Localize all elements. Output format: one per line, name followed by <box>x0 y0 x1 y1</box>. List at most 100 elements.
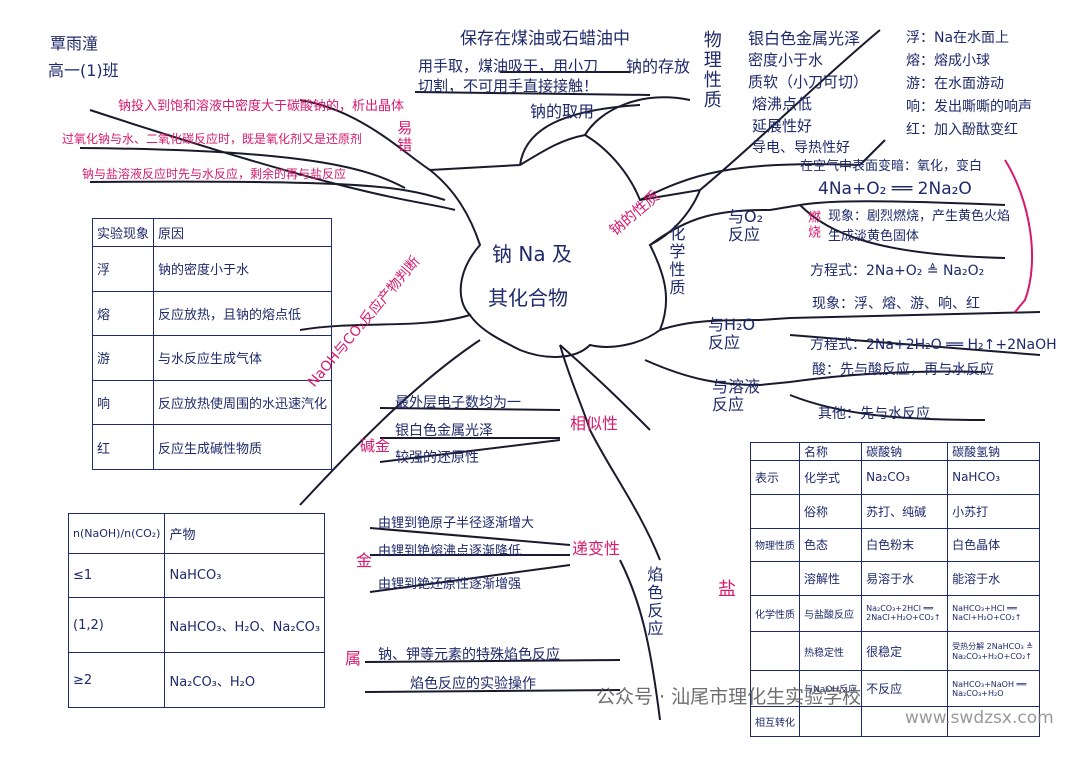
carb-row-3-group <box>750 561 800 597</box>
carb-row-7-group: 相互转化 <box>750 705 800 738</box>
metal-label: 金 <box>356 551 373 570</box>
h2o-node: 与H₂O反应 <box>708 315 756 353</box>
exp-row-3-key: 响 <box>91 379 155 426</box>
exp-row-0-key: 浮 <box>91 246 155 292</box>
carb-row-2-a: 白色粉末 <box>861 527 949 563</box>
carb-row-0-prop: 化学式 <box>798 460 863 495</box>
carb-row-5-prop: 热稳定性 <box>798 630 863 672</box>
phenomenon-0: 浮：Na在水面上 <box>906 30 1010 46</box>
o2-node: 与O₂反应 <box>728 207 764 245</box>
carb-row-3-a: 易溶于水 <box>861 561 949 597</box>
solution-acid: 酸：先与酸反应，再与水反应 <box>812 362 994 378</box>
ratio-row-0-key: ≤1 <box>67 553 166 598</box>
gradual-1: 由锂到铯原子半径逐渐增大 <box>378 516 535 531</box>
student-name: 覃雨潼 <box>50 34 99 53</box>
exp-row-1-val: 反应放热，且钠的熔点低 <box>153 290 333 337</box>
carb-row-4-group: 化学性质 <box>750 595 800 632</box>
phenomenon-3: 响：发出嘶嘶的响声 <box>906 99 1032 115</box>
center-title-line2: 其化合物 <box>488 286 568 310</box>
mistake-label: 易错 <box>395 120 414 154</box>
carb-row-1-b: 小苏打 <box>947 493 1040 529</box>
ratio-header-ratio: n(NaOH)/n(CO₂) <box>67 513 166 554</box>
carb-row-1-prop: 俗称 <box>798 493 863 529</box>
exp-row-2-val: 与水反应生成气体 <box>153 335 333 381</box>
exp-row-0-val: 钠的密度小于水 <box>153 246 333 292</box>
solution-other: 其他：先与水反应 <box>818 406 930 422</box>
carb-row-4-b: NaHCO₃+HCl ══ NaCl+H₂O+CO₂↑ <box>947 595 1040 632</box>
ratio-row-1-val: NaHCO₃、H₂O、Na₂CO₃ <box>164 597 326 653</box>
carb-row-5-b: 受热分解 2NaHCO₃ ≜ Na₂CO₃+H₂O+CO₂↑ <box>947 630 1040 672</box>
storage-branch2: 钠的取用 <box>530 102 595 121</box>
exp-row-4-val: 反应生成碱性物质 <box>153 424 333 470</box>
student-class: 高一(1)班 <box>48 61 119 80</box>
watermark-site: www.swdzsx.com <box>905 708 1054 728</box>
phenomenon-2: 游：在水面游动 <box>906 76 1004 92</box>
carb-row-7-prop <box>798 705 863 738</box>
mistake-3: 钠与盐溶液反应时先与水反应，剩余的再与盐反应 <box>82 167 347 181</box>
center-blob <box>427 133 702 358</box>
carb-row-6-b: NaHCO₃+NaOH ══ Na₂CO₃+H₂O <box>947 670 1040 707</box>
salt-label: 盐 <box>718 579 736 600</box>
exp-row-4-key: 红 <box>91 424 155 470</box>
exp-row-1-key: 熔 <box>91 290 155 337</box>
solution-node: 与溶液反应 <box>712 377 761 415</box>
experiment-table: 实验现象原因 浮钠的密度小于水 熔反应放热，且钠的熔点低 游与水反应生成气体 响… <box>91 218 333 470</box>
physical-item-4: 延展性好 <box>752 117 813 135</box>
carb-corner <box>750 442 800 461</box>
mistake-1: 钠投入到饱和溶液中密度大于碳酸钠的，析出晶体 <box>118 99 405 114</box>
center-title-line1: 钠 Na 及 <box>492 242 572 266</box>
carb-row-6-prop: 与NaOH反应 <box>798 670 863 707</box>
o2-eq1: 4Na+O₂ ══ 2Na₂O <box>818 179 972 199</box>
burn-label: 燃烧 <box>804 210 820 240</box>
physical-item-2: 质软（小刀可切） <box>748 73 869 91</box>
flame-1: 钠、钾等元素的特殊焰色反应 <box>378 647 560 663</box>
carb-row-4-a: Na₂CO₃+2HCl ══ 2NaCl+H₂O+CO₂↑ <box>861 595 949 632</box>
carb-row-7-b <box>947 705 1040 738</box>
mistake-2: 过氧化钠与水、二氧化碳反应时，既是氧化剂又是还原剂 <box>62 132 363 146</box>
carb-header-nahco3: 碳酸氢钠 <box>947 442 1040 461</box>
alkali-label: 碱金 <box>360 437 391 455</box>
watermark-text: 公众号 · 汕尾市理化生实验学校 <box>596 686 862 708</box>
carb-row-2-group: 物理性质 <box>750 527 800 563</box>
burn-equation: 方程式：2Na+O₂ ≜ Na₂O₂ <box>810 263 985 279</box>
similar-3: 较强的还原性 <box>395 450 479 466</box>
belong-label: 属 <box>345 649 362 668</box>
ratio-row-1-key: (1,2) <box>67 597 166 653</box>
similar-label: 相似性 <box>570 414 619 433</box>
burn-phenomenon-2: 生成淡黄色固体 <box>828 229 920 244</box>
exp-row-2-key: 游 <box>91 335 155 381</box>
carb-row-0-group: 表示 <box>750 460 800 495</box>
carb-row-7-a <box>861 705 949 738</box>
storage-line2: 切割，不可用手直接接触！ <box>418 77 599 95</box>
flame-label: 焰色反应 <box>644 566 664 638</box>
physical-item-3: 熔沸点低 <box>752 95 813 113</box>
carb-row-5-group <box>750 630 800 672</box>
gradual-label: 递变性 <box>572 539 621 558</box>
similar-1: 最外层电子数均为一 <box>395 395 521 411</box>
exp-header-reason: 原因 <box>153 218 333 247</box>
burn-phenomenon-1: 现象：剧烈燃烧，产生黄色火焰 <box>828 209 1011 224</box>
carb-row-0-b: NaHCO₃ <box>947 460 1040 495</box>
carb-row-3-b: 能溶于水 <box>947 561 1040 597</box>
h2o-equation: 方程式：2Na+2H₂O ══ H₂↑+2NaOH <box>810 337 1057 353</box>
carb-row-3-prop: 溶解性 <box>798 561 863 597</box>
h2o-phenomenon: 现象：浮、熔、游、响、红 <box>812 296 980 312</box>
carb-row-5-a: 很稳定 <box>861 630 949 672</box>
physical-item-1: 密度小于水 <box>748 51 824 69</box>
carb-header-name: 名称 <box>798 442 863 461</box>
ratio-header-product: 产物 <box>164 513 326 554</box>
carbonate-table: 名称 碳酸钠 碳酸氢钠 表示 化学式 Na₂CO₃ NaHCO₃ 俗称 苏打、纯… <box>750 442 1040 738</box>
similar-2: 银白色金属光泽 <box>395 423 493 439</box>
physical-label: 物理性质 <box>700 30 722 110</box>
ratio-row-2-key: ≥2 <box>67 652 166 708</box>
storage-title: 保存在煤油或石蜡油中 <box>460 29 630 49</box>
ratio-row-0-val: NaHCO₃ <box>164 553 326 598</box>
storage-branch: 钠的存放 <box>626 57 691 76</box>
chemical-label: 化学性质 <box>666 225 686 297</box>
carb-row-2-prop: 色态 <box>798 527 863 563</box>
phenomenon-4: 红：加入酚酞变红 <box>906 122 1018 138</box>
exp-row-3-val: 反应放热使周围的水迅速汽化 <box>153 379 333 426</box>
storage-line1: 用手取，煤油吸干，用小刀 <box>418 57 599 75</box>
